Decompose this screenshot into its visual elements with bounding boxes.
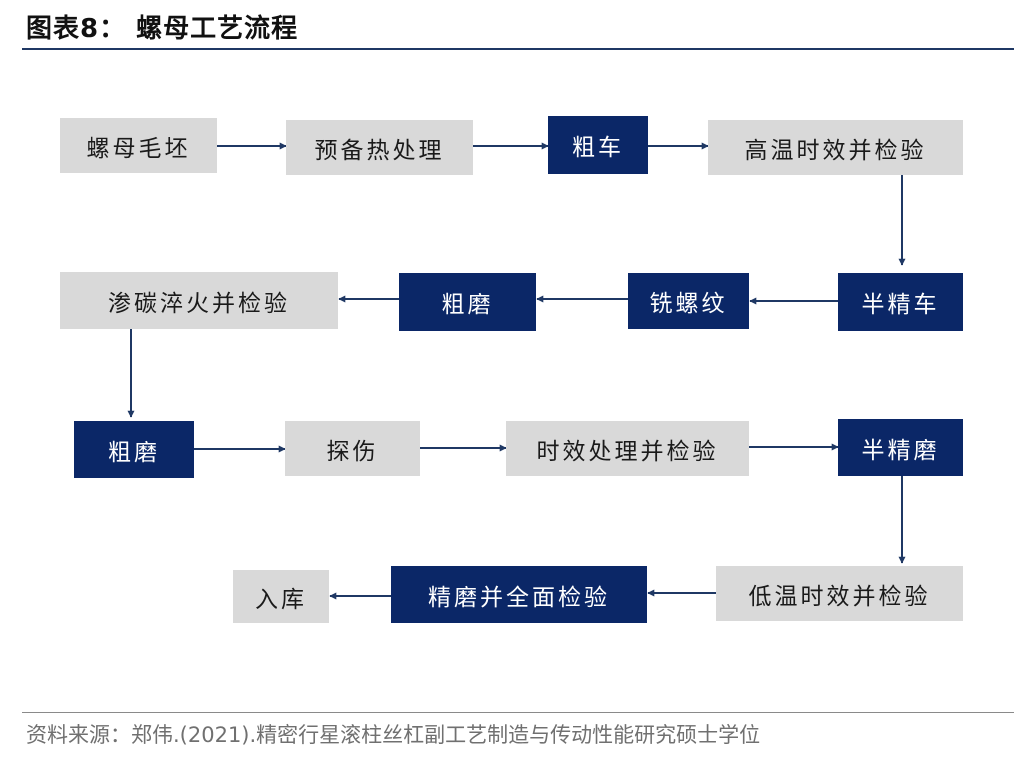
step-box-rough-turning: 粗车 xyxy=(548,116,648,174)
step-box-rough-grinding-1: 粗磨 xyxy=(399,273,536,331)
source-divider xyxy=(22,712,1014,713)
step-box-warehousing: 入库 xyxy=(233,570,329,623)
title-divider xyxy=(22,48,1014,50)
source-note: 资料来源：郑伟.(2021).精密行星滚柱丝杠副工艺制造与传动性能研究硕士学位 xyxy=(26,723,761,747)
step-box-aging-inspection: 时效处理并检验 xyxy=(506,421,749,476)
step-box-thread-milling: 铣螺纹 xyxy=(628,273,749,329)
step-box-semi-finish-turning: 半精车 xyxy=(838,273,963,331)
figure-title: 图表8： 螺母工艺流程 xyxy=(26,14,299,44)
step-box-pre-heat-treatment: 预备热处理 xyxy=(286,120,473,175)
step-box-low-temp-aging-inspection: 低温时效并检验 xyxy=(716,566,963,621)
step-box-semi-finish-grinding: 半精磨 xyxy=(838,419,963,476)
step-box-carburize-quench-inspection: 渗碳淬火并检验 xyxy=(60,272,338,329)
step-box-finish-grinding-inspection: 精磨并全面检验 xyxy=(391,566,647,623)
step-box-high-temp-aging-inspection: 高温时效并检验 xyxy=(708,120,963,175)
step-box-rough-grinding-2: 粗磨 xyxy=(74,421,194,478)
step-box-nut-blank: 螺母毛坯 xyxy=(60,118,217,173)
step-box-flaw-detection: 探伤 xyxy=(285,421,420,476)
